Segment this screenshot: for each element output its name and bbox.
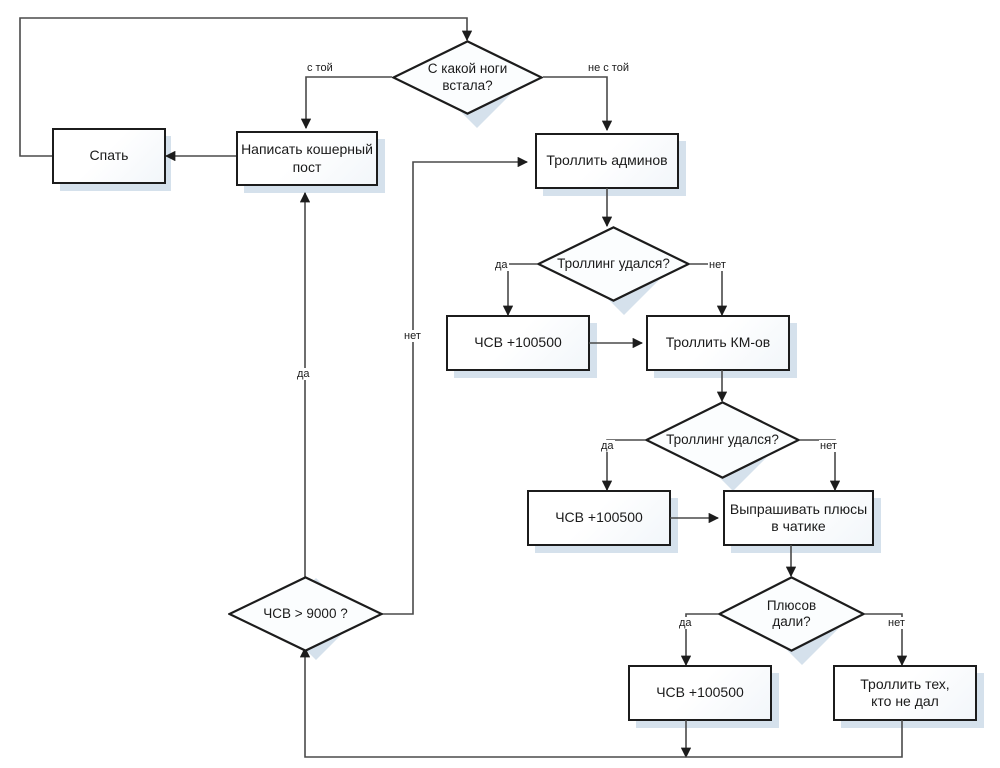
process-troll-km[interactable]: Троллить КМ-ов <box>646 315 790 371</box>
process-chsv-plus-2[interactable]: ЧСВ +100500 <box>527 490 671 546</box>
edge-label-net-1: нет <box>708 259 727 271</box>
decision-chsv-threshold-label: ЧСВ > 9000 ? <box>263 605 348 621</box>
process-troll-refusers-label: Троллить тех, кто не дал <box>860 675 950 709</box>
decision-troll-success-1-label: Троллинг удался? <box>557 255 670 271</box>
process-chsv-plus-3[interactable]: ЧСВ +100500 <box>628 665 772 721</box>
decision-chsv-threshold[interactable]: ЧСВ > 9000 ? <box>228 576 383 652</box>
edge-label-ne-s-toy: не с той <box>587 62 630 74</box>
process-troll-refusers[interactable]: Троллить тех, кто не дал <box>833 665 977 721</box>
edge-label-chsv-da: да <box>296 368 311 380</box>
edge-label-net-2: нет <box>819 440 838 452</box>
diamond-shape-icon <box>537 226 690 302</box>
process-chsv-plus-2-label: ЧСВ +100500 <box>555 509 643 526</box>
edge-chsv-check-net <box>345 156 529 615</box>
process-troll-admins-label: Троллить админов <box>546 152 668 169</box>
process-sleep-label: Спать <box>89 147 129 164</box>
diamond-shape-icon <box>645 401 800 479</box>
edge-start-to-kosher <box>300 76 392 130</box>
process-write-kosher-post[interactable]: Написать кошерный пост <box>236 131 378 186</box>
edge-label-da-1: да <box>494 259 509 271</box>
decision-which-leg-label: С какой ноги встала? <box>427 61 508 93</box>
decision-which-leg[interactable]: С какой ноги встала? <box>392 40 543 115</box>
decision-troll-success-2-label: Троллинг удался? <box>666 431 779 447</box>
edge-label-da-2: да <box>600 440 615 452</box>
decision-plus-given-label: Плюсов дали? <box>766 597 817 629</box>
edge-label-s-toy: с той <box>306 62 334 74</box>
edge-bottom-rail <box>299 646 903 758</box>
process-beg-for-plus[interactable]: Выпрашивать плюсы в чатике <box>723 490 874 546</box>
edge-label-chsv-net: нет <box>403 330 422 342</box>
process-beg-for-plus-label: Выпрашивать плюсы в чатике <box>729 500 868 534</box>
edge-decision1-net <box>690 263 728 317</box>
process-chsv-plus-3-label: ЧСВ +100500 <box>656 684 744 701</box>
decision-plus-given[interactable]: Плюсов дали? <box>718 576 865 652</box>
decision-troll-success-2[interactable]: Троллинг удался? <box>645 401 800 479</box>
process-sleep[interactable]: Спать <box>52 128 166 184</box>
edge-start-to-troll-admins <box>543 76 613 132</box>
edge-label-net-3: нет <box>887 617 906 629</box>
process-troll-admins[interactable]: Троллить админов <box>535 133 679 189</box>
process-chsv-plus-1[interactable]: ЧСВ +100500 <box>446 315 590 371</box>
decision-troll-success-1[interactable]: Троллинг удался? <box>537 226 690 302</box>
process-write-kosher-post-label: Написать кошерный пост <box>241 141 373 175</box>
process-chsv-plus-1-label: ЧСВ +100500 <box>474 334 562 351</box>
edge-label-da-3: да <box>678 617 693 629</box>
process-troll-km-label: Троллить КМ-ов <box>665 334 771 351</box>
edge-decision1-da <box>502 263 537 317</box>
